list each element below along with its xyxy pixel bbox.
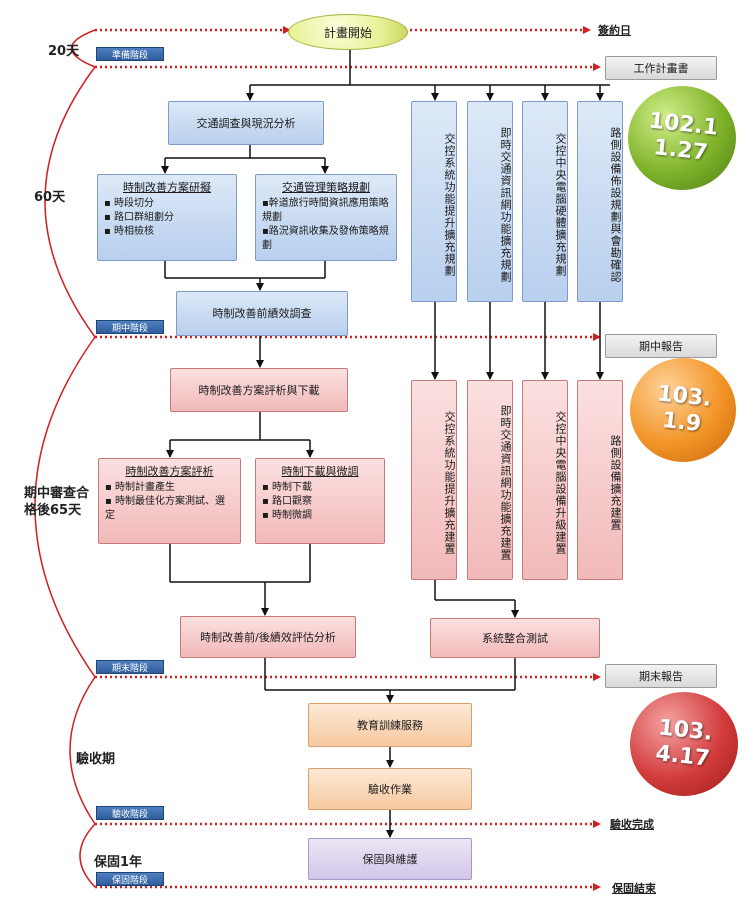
- final-report-box: 期末報告: [605, 664, 717, 688]
- date-badge-1: 102.11.27: [628, 86, 736, 190]
- mgmt-plan-title: 交通管理策略規劃: [282, 181, 370, 194]
- training-box: 教育訓練服務: [308, 703, 472, 747]
- timing-eval-title: 時制改善方案評析: [125, 465, 214, 478]
- col-build-1-label: 交控系統功能提升擴充建置: [443, 411, 456, 555]
- duration-60-days: 60天: [34, 190, 66, 205]
- col-plan-4-box: 路側設備佈設規劃與會勘確認: [577, 101, 623, 302]
- timing-download-box: 時制下載與微調 ▪ 時制下載 ▪ 路口觀察 ▪ 時制微調: [255, 458, 385, 544]
- list-item-text: 時相檢核: [113, 226, 154, 237]
- list-item: ▪ 時相檢核: [104, 226, 154, 237]
- list-item: ▪幹道旅行時間資訊應用策略規劃: [262, 198, 389, 223]
- duration-warranty: 保固1年: [94, 855, 143, 870]
- list-item: ▪ 時制計畫產生: [105, 482, 175, 493]
- stage-tag-prep: 準備階段: [96, 47, 164, 61]
- list-item-text: 路口群組劃分: [113, 212, 174, 223]
- mid-report-box: 期中報告: [605, 334, 717, 358]
- before-survey-box: 時制改善前績效調查: [176, 291, 348, 336]
- list-item: ▪ 時制微調: [262, 510, 312, 521]
- stage-tag-prep-label: 準備階段: [111, 50, 148, 61]
- timing-plan-box: 時制改善方案研擬 ▪ 時段切分 ▪ 路口群組劃分 ▪ 時相檢核: [97, 174, 237, 261]
- acceptance-work-label: 驗收作業: [368, 782, 412, 796]
- perf-eval-box: 時制改善前/後績效評估分析: [180, 616, 356, 658]
- list-item: ▪ 時制最佳化方案測試、選定: [105, 496, 225, 521]
- before-survey-label: 時制改善前績效調查: [212, 307, 312, 320]
- stage-tag-mid: 期中階段: [96, 320, 164, 334]
- stage-tag-warranty: 保固階段: [96, 872, 164, 886]
- integration-test-box: 系統整合測試: [430, 618, 600, 658]
- mid-report-label: 期中報告: [639, 339, 683, 353]
- col-plan-2-box: 即時交通資訊網功能擴充規劃: [467, 101, 513, 302]
- timing-plan-title: 時制改善方案研擬: [123, 181, 211, 194]
- stage-tag-accept: 驗收階段: [96, 806, 164, 820]
- eval-issue-box: 時制改善方案評析與下載: [170, 368, 348, 412]
- col-build-4-label: 路側設備擴充建置: [609, 435, 622, 531]
- stage-tag-end-label: 期末階段: [111, 663, 148, 674]
- date-badge-3: 103.4.17: [630, 692, 738, 796]
- col-build-4-box: 路側設備擴充建置: [577, 380, 623, 580]
- perf-eval-label: 時制改善前/後績效評估分析: [200, 630, 336, 644]
- acceptance-work-box: 驗收作業: [308, 768, 472, 810]
- duration-acceptance: 驗收期: [76, 752, 116, 767]
- col-plan-3-label: 交控中央電腦硬體擴充規劃: [554, 132, 567, 277]
- training-label: 教育訓練服務: [357, 718, 423, 732]
- warranty-maint-label: 保固與維護: [362, 852, 418, 866]
- warranty-maint-box: 保固與維護: [308, 838, 472, 880]
- stage-tag-end: 期末階段: [96, 660, 164, 674]
- list-item-text: 路況資訊收集及發佈策略規劃: [262, 226, 389, 251]
- work-plan-box: 工作計畫書: [605, 56, 717, 80]
- col-build-2-box: 即時交通資訊網功能擴充建置: [467, 380, 513, 580]
- date-badge-1-text: 102.11.27: [647, 108, 720, 166]
- timing-download-title: 時制下載與微調: [281, 465, 359, 478]
- eval-issue-label: 時制改善方案評析與下載: [198, 383, 320, 397]
- traffic-survey-label: 交通調查與現況分析: [196, 116, 296, 130]
- list-item: ▪路況資訊收集及發佈策略規劃: [262, 226, 389, 251]
- duration-mid-65-days: 期中審查合格後65天: [24, 486, 90, 518]
- col-build-2-label: 即時交通資訊網功能擴充建置: [499, 405, 512, 561]
- list-item: ▪ 路口觀察: [262, 496, 312, 507]
- col-build-3-label: 交控中央電腦設備升級建置: [554, 411, 567, 555]
- col-plan-1-label: 交控系統功能提升擴充規劃: [443, 132, 456, 277]
- list-item: ▪ 時制下載: [262, 482, 312, 493]
- traffic-survey-box: 交通調查與現況分析: [168, 101, 324, 145]
- integration-test-label: 系統整合測試: [482, 631, 548, 645]
- list-item-text: 路口觀察: [271, 496, 312, 507]
- list-item-text: 時制計畫產生: [114, 482, 175, 493]
- list-item: ▪ 路口群組劃分: [104, 212, 174, 223]
- stage-tag-accept-label: 驗收階段: [111, 809, 148, 820]
- final-report-label: 期末報告: [639, 669, 683, 683]
- work-plan-label: 工作計畫書: [633, 61, 689, 75]
- col-plan-1-box: 交控系統功能提升擴充規劃: [411, 101, 457, 302]
- list-item-text: 時制最佳化方案測試、選定: [105, 496, 225, 521]
- list-item: ▪ 時段切分: [104, 198, 154, 209]
- acceptance-done-label: 驗收完成: [610, 818, 654, 831]
- col-plan-2-label: 即時交通資訊網功能擴充規劃: [499, 126, 512, 283]
- warranty-end-label: 保固結束: [612, 882, 656, 895]
- col-build-1-box: 交控系統功能提升擴充建置: [411, 380, 457, 580]
- sign-date-label: 簽約日: [598, 24, 631, 37]
- duration-20-days: 20天: [48, 44, 80, 59]
- plan-start-label: 計畫開始: [323, 25, 372, 40]
- col-plan-3-box: 交控中央電腦硬體擴充規劃: [522, 101, 568, 302]
- col-plan-4-label: 路側設備佈設規劃與會勘確認: [609, 126, 622, 283]
- date-badge-2-text: 103.1.9: [656, 381, 713, 437]
- list-item-text: 時制微調: [271, 510, 312, 521]
- col-build-3-box: 交控中央電腦設備升級建置: [522, 380, 568, 580]
- plan-start-node: 計畫開始: [288, 14, 408, 50]
- date-badge-3-text: 103.4.17: [654, 715, 714, 772]
- timing-eval-box: 時制改善方案評析 ▪ 時制計畫產生 ▪ 時制最佳化方案測試、選定: [98, 458, 241, 544]
- mgmt-plan-box: 交通管理策略規劃 ▪幹道旅行時間資訊應用策略規劃 ▪路況資訊收集及發佈策略規劃: [255, 174, 397, 261]
- list-item-text: 時段切分: [113, 198, 154, 209]
- list-item-text: 時制下載: [271, 482, 312, 493]
- date-badge-2: 103.1.9: [630, 358, 736, 462]
- list-item-text: 幹道旅行時間資訊應用策略規劃: [262, 198, 389, 223]
- stage-tag-warranty-label: 保固階段: [111, 875, 148, 886]
- stage-tag-mid-label: 期中階段: [111, 323, 148, 334]
